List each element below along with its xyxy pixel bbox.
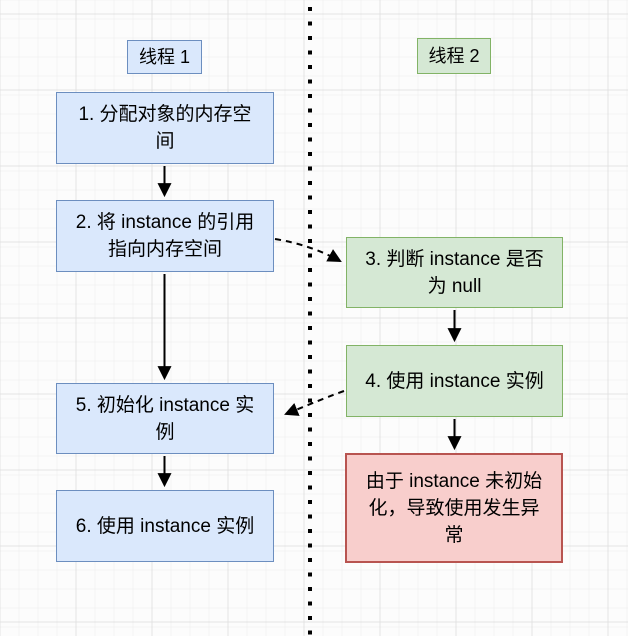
dashed-arrow-step4-to-step5 [284, 390, 345, 416]
node-step3-check-null: 3. 判断 instance 是否 为 null [346, 237, 563, 308]
dashed-arrow-step2-to-step3 [274, 238, 342, 263]
node-step2-point-reference: 2. 将 instance 的引用 指向内存空间 [56, 200, 274, 272]
node-error-uninitialized-exception: 由于 instance 未初始 化，导致使用发生异 常 [345, 453, 563, 563]
node-step5-initialize-instance: 5. 初始化 instance 实 例 [56, 383, 274, 454]
node-step6-use-instance: 6. 使用 instance 实例 [56, 490, 274, 562]
node-step4-use-instance: 4. 使用 instance 实例 [346, 345, 563, 417]
lane-label-thread1: 线程 1 [127, 40, 202, 74]
lane-label-thread2: 线程 2 [417, 38, 491, 74]
node-step1-allocate-memory: 1. 分配对象的内存空 间 [56, 92, 274, 164]
